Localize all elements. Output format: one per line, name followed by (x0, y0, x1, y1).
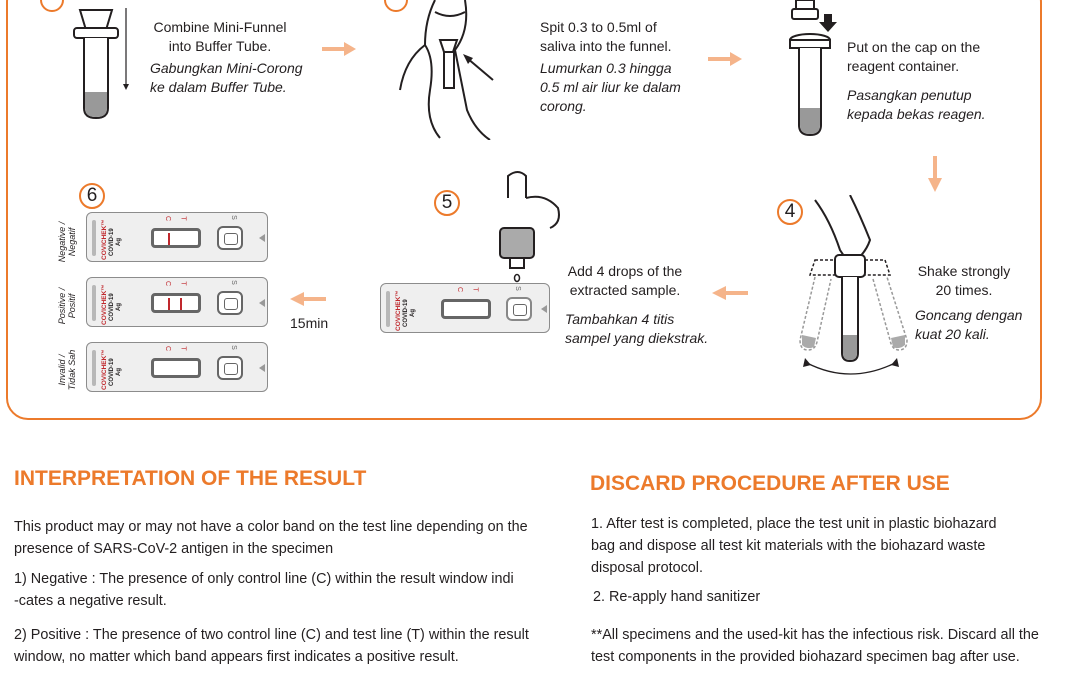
arrow-right-icon (322, 42, 356, 56)
test-cassette-negative: COVICHEK™ COVID-19 Ag C T S (86, 212, 268, 262)
reagent-cap-illustration (789, 0, 837, 137)
buffer-tube-illustration (73, 8, 129, 120)
procedure-panel (6, 0, 1042, 420)
result-label-invalid: Invalid /Tidak Sah (57, 349, 77, 391)
step6-number-badge: 6 (79, 183, 105, 209)
test-cassette-invalid: COVICHEK™ COVID-19 Ag C T S (86, 342, 268, 392)
svg-text:Ag: Ag (116, 368, 122, 376)
discard-note: **All specimens and the used-kit has the… (591, 627, 1039, 665)
svg-text:COVID-19: COVID-19 (109, 228, 115, 256)
spit-saliva-illustration (399, 0, 494, 140)
svg-text:COVID-19: COVID-19 (109, 293, 115, 321)
discard-item-1: 1. After test is completed, place the te… (591, 516, 997, 576)
step5-number-badge: 5 (434, 190, 460, 216)
svg-text:COVICHEK™: COVICHEK™ (101, 284, 108, 325)
svg-text:COVID-19: COVID-19 (403, 299, 409, 327)
svg-text:Ag: Ag (410, 309, 416, 317)
discard-heading: DISCARD PROCEDURE AFTER USE (590, 472, 950, 495)
result-label-positive: Positive /Positif (57, 287, 77, 325)
interpretation-negative: 1) Negative : The presence of only contr… (14, 571, 514, 609)
arrow-left-icon (290, 292, 326, 306)
svg-text:COVICHEK™: COVICHEK™ (101, 219, 108, 260)
dropper-illustration (499, 171, 560, 290)
arrow-down-icon (928, 156, 942, 192)
svg-text:Ag: Ag (116, 303, 122, 311)
svg-text:Ag: Ag (116, 238, 122, 246)
result-label-negative: Negative /Negatif (57, 221, 77, 263)
interpretation-heading: INTERPRETATION OF THE RESULT (14, 467, 367, 490)
wait-time-label: 15min (290, 315, 329, 331)
discard-item-2: 2. Re-apply hand sanitizer (593, 589, 761, 605)
arrow-right-icon (708, 52, 742, 66)
interpretation-intro: This product may or may not have a color… (14, 519, 528, 557)
shake-tube-illustration (799, 195, 908, 375)
svg-text:COVID-19: COVID-19 (109, 358, 115, 386)
svg-text:COVICHEK™: COVICHEK™ (101, 349, 108, 390)
svg-text:COVICHEK™: COVICHEK™ (395, 290, 402, 331)
interpretation-positive: 2) Positive : The presence of two contro… (14, 627, 529, 665)
arrow-left-icon (712, 286, 748, 300)
test-cassette-positive: COVICHEK™ COVID-19 Ag C T S (86, 277, 268, 327)
test-cassette-sample: COVICHEK™ COVID-19 Ag C T S (380, 283, 550, 333)
step4-number-badge: 4 (777, 199, 803, 225)
